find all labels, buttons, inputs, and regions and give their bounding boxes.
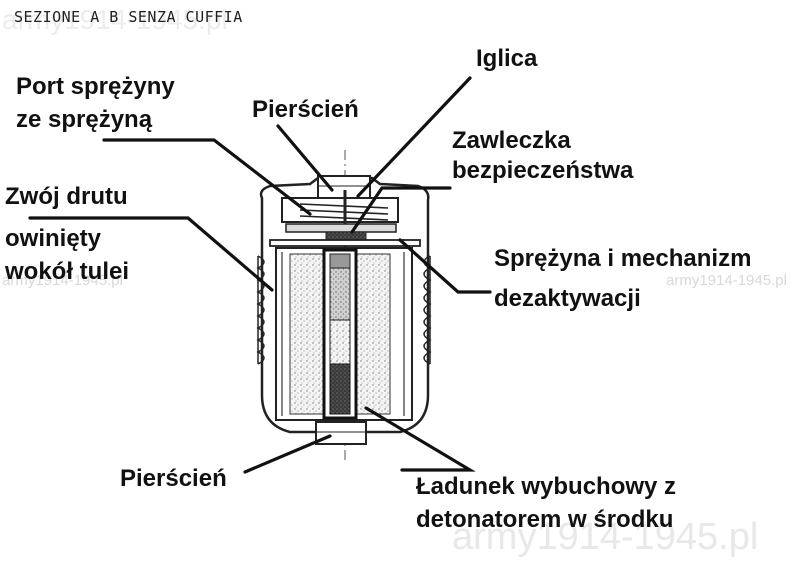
leader-lines	[28, 76, 492, 474]
label-zawleczka-line1: Zawleczka	[452, 127, 571, 154]
leader-iglica	[356, 76, 472, 198]
label-zwoj-drutu-line2: owinięty	[5, 225, 102, 252]
leader-zwoj-drutu	[28, 216, 274, 292]
leader-pierscien-bottom	[243, 434, 332, 474]
explosive-filling-right	[355, 253, 391, 415]
leader-port-sprezyny	[102, 138, 312, 216]
label-ladunek-line1: Ładunek wybuchowy z	[416, 473, 677, 500]
deactivation-disc	[269, 239, 421, 247]
label-sprezyna-line1: Sprężyna i mechanizm	[494, 245, 752, 272]
wire-coil-left	[256, 255, 265, 365]
label-ladunek-line2: detonatorem w środku	[416, 506, 674, 533]
label-sprezyna-line2: dezaktywacji	[494, 285, 641, 312]
bottom-ring	[315, 421, 367, 445]
label-zwoj-drutu-line1: Zwój drutu	[5, 183, 128, 210]
label-iglica: Iglica	[476, 45, 538, 72]
leader-sprezyna	[398, 238, 492, 294]
wire-coil-right	[423, 255, 432, 365]
detonator-charge	[329, 363, 351, 415]
label-zwoj-drutu-line3: wokół tulei	[5, 258, 130, 285]
label-port-sprezyny-line1: Port sprężyny	[16, 73, 175, 100]
label-zawleczka-line2: bezpieczeństwa	[452, 157, 634, 184]
figure-header: SEZIONE A B SENZA CUFFIA	[14, 8, 243, 26]
leader-zawleczka	[350, 186, 452, 234]
leader-pierscien-top	[276, 124, 334, 192]
safety-pin	[285, 223, 397, 233]
label-port-sprezyny-line2: ze sprężyną	[16, 106, 153, 133]
label-pierscien-top: Pierścień	[252, 96, 359, 123]
leader-ladunek	[364, 406, 476, 472]
explosive-filling-left	[289, 253, 325, 415]
label-pierscien-bottom: Pierścień	[120, 465, 227, 492]
